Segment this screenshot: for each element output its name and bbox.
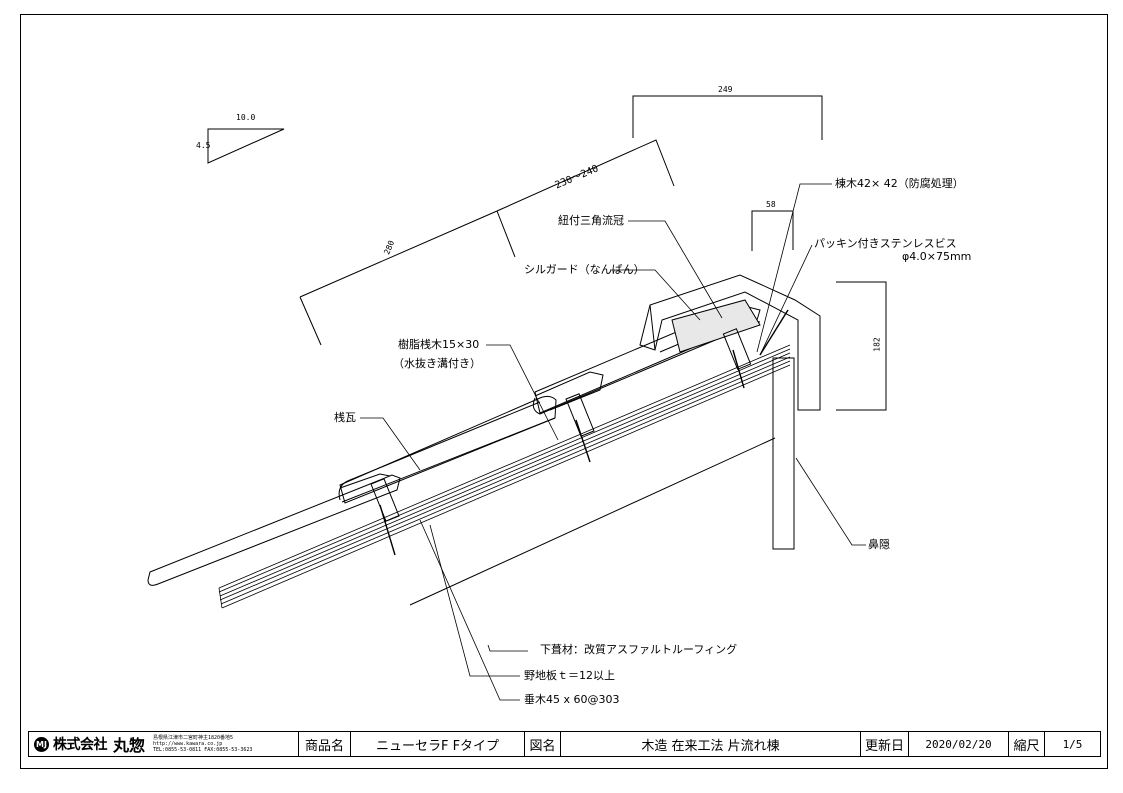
- company-address: 島根県江津市二宮町神主1820番地5: [153, 735, 234, 741]
- updated-value: 2020/02/20: [909, 732, 1009, 756]
- dimension-58-label: 58: [766, 200, 776, 209]
- slope-rise-label: 4.5: [196, 141, 211, 150]
- packing-screw-label-2: φ4.0×75mm: [902, 250, 972, 263]
- cap-tile-label: 紐付三角流冠: [558, 214, 624, 227]
- dimension-line-182: [836, 281, 887, 411]
- company-tel-fax: TEL:0855-53-0811 FAX:0855-53-3623: [153, 747, 253, 753]
- dimension-249-label: 249: [718, 85, 733, 94]
- tile-middle: [339, 321, 759, 504]
- rafter-line: [409, 437, 776, 606]
- leader-lines: [360, 183, 866, 701]
- ridge-wood-label: 棟木42× 42（防腐処理）: [835, 177, 964, 190]
- packing-screw-label-1: パッキン付きステンレスビス: [814, 237, 957, 250]
- roof-layers: [218, 344, 791, 609]
- dimension-line-230-240: [496, 139, 675, 258]
- screws: [379, 309, 789, 556]
- drawing-frame: [20, 14, 1108, 769]
- sheathing-label: 野地板ｔ＝12以上: [524, 669, 615, 682]
- scale-value: 1/5: [1062, 737, 1083, 751]
- product-value: ニューセラF Fタイプ: [351, 732, 525, 756]
- fascia-label: 鼻隠: [868, 538, 890, 551]
- dimension-182-label: 182: [872, 337, 882, 352]
- sealant-label: シルガード（なんばん）: [524, 263, 645, 276]
- scale-key: 縮尺: [1009, 732, 1045, 756]
- slope-triangle: [207, 128, 285, 164]
- company-name: 株式会社: [53, 737, 108, 753]
- drawing-key: 図名: [525, 732, 561, 756]
- company-info: 島根県江津市二宮町神主1820番地5 http://www.kawara.co.…: [153, 735, 252, 753]
- resin-batten-label-1: 樹脂桟木15×30: [398, 338, 480, 351]
- sealant-block: [671, 299, 761, 353]
- company-url: http://www.kawara.co.jp: [153, 741, 223, 747]
- resin-batten-label-2: （水抜き溝付き）: [393, 357, 481, 370]
- updated-key: 更新日: [861, 732, 909, 756]
- underlay-label: 下葺材：改質アスファルトルーフィング: [540, 643, 738, 656]
- company-logo-icon: MJ: [34, 736, 49, 752]
- product-key: 商品名: [299, 732, 351, 756]
- title-block: MJ 株式会社 丸惣 島根県江津市二宮町神主1820番地5 http://www…: [28, 731, 1101, 757]
- company-cell: MJ 株式会社 丸惣 島根県江津市二宮町神主1820番地5 http://www…: [29, 732, 299, 756]
- tile-label: 桟瓦: [334, 411, 356, 424]
- rafter-label: 垂木45 x 60@303: [524, 693, 620, 706]
- dimension-line-280: [299, 210, 498, 346]
- company-brand: 丸惣: [113, 736, 146, 755]
- tile-lower: [147, 401, 556, 586]
- fascia-board: [772, 357, 795, 550]
- drawing-value: 木造 在来工法 片流れ棟: [561, 732, 861, 756]
- slope-run-label: 10.0: [236, 113, 256, 122]
- battens: [370, 328, 752, 522]
- dimension-line-249: [632, 95, 823, 140]
- dimension-line-58: [751, 210, 794, 251]
- ridge-cap: [639, 274, 821, 411]
